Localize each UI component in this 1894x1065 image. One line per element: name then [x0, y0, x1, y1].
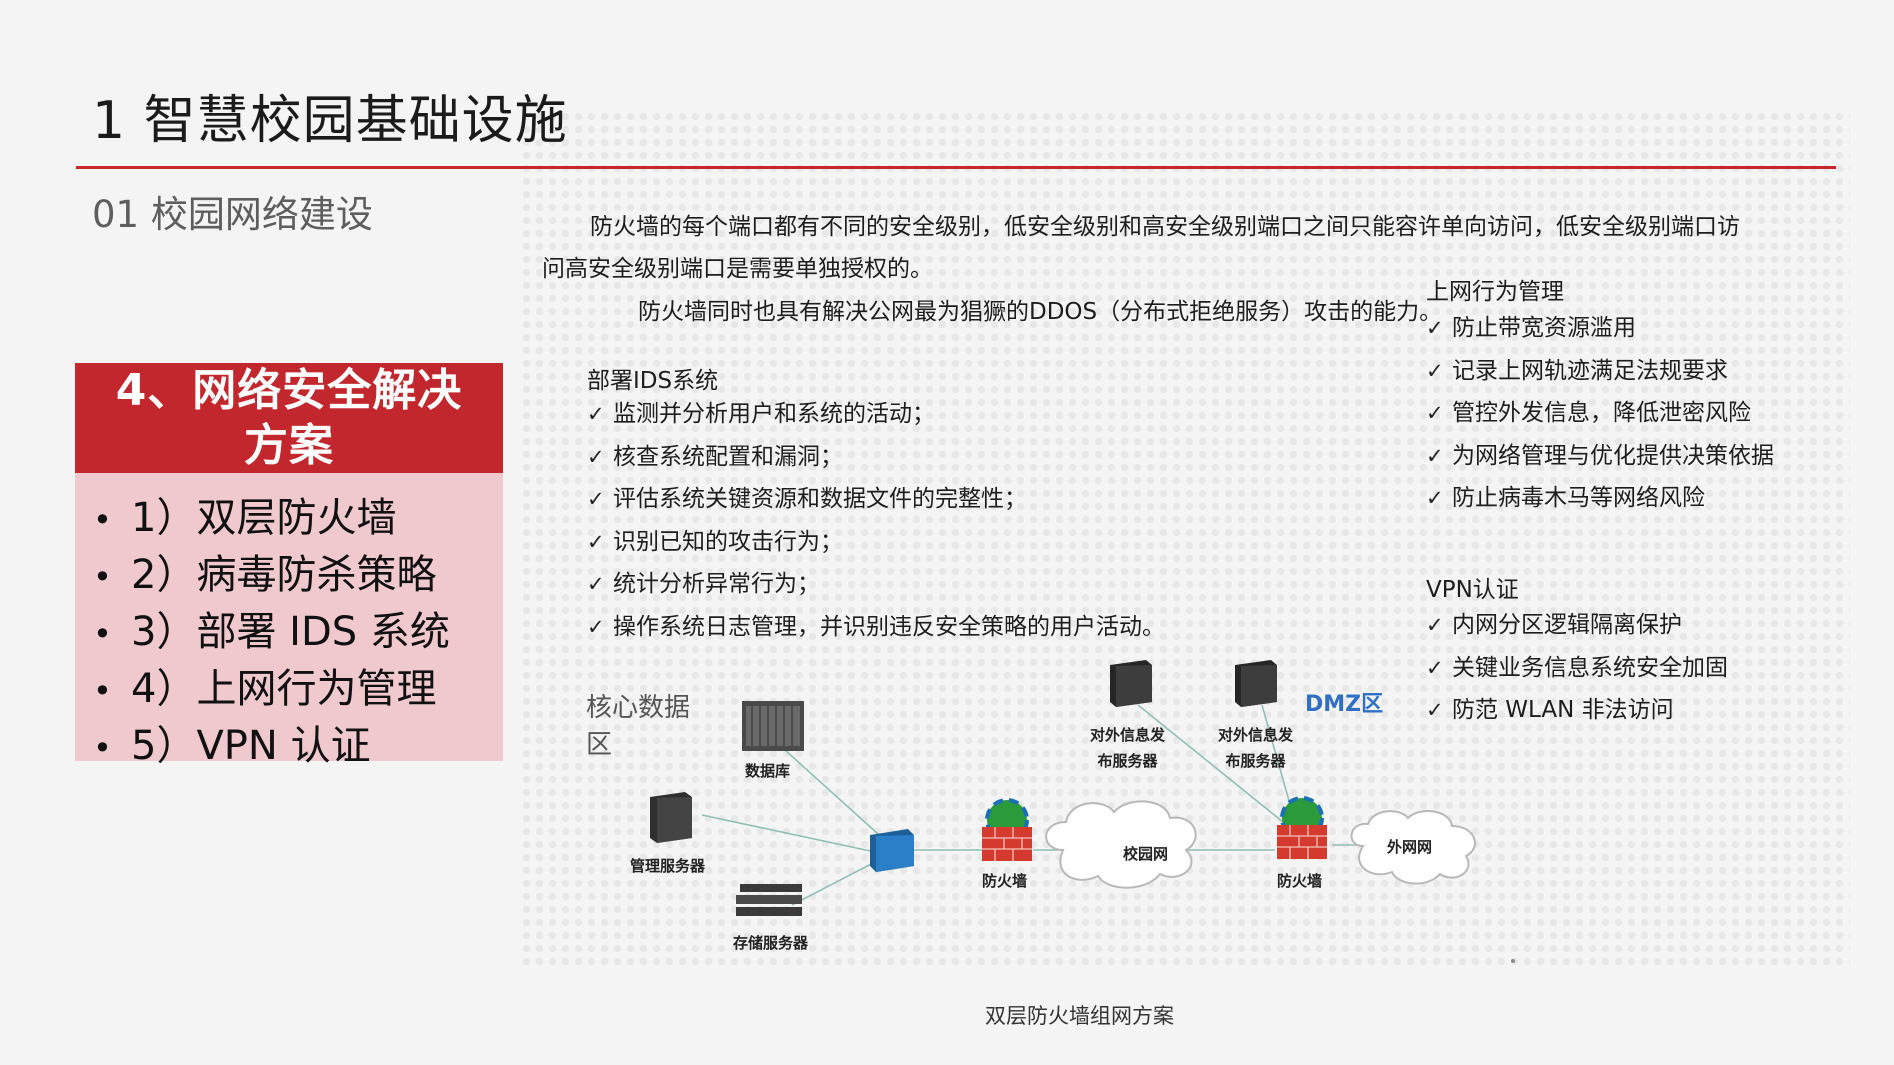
ids-item: ✓核查系统配置和漏洞；: [587, 436, 1165, 479]
check-icon: ✓: [587, 572, 605, 596]
database-icon: [742, 701, 804, 751]
vpn-item: ✓关键业务信息系统安全加固: [1426, 647, 1728, 690]
solution-item: •4）上网行为管理: [93, 662, 503, 719]
intro-line-1: 防火墙的每个端口都有不同的安全级别，低安全级别和高安全级别端口之间只能容许单向访…: [590, 214, 1740, 240]
bullet-icon: •: [93, 672, 112, 710]
vpn-item: ✓防范 WLAN 非法访问: [1426, 689, 1728, 732]
external-network-cloud-icon: [1350, 810, 1476, 885]
check-icon: ✓: [1426, 698, 1444, 722]
check-icon: ✓: [1426, 316, 1444, 340]
core-zone-label: 核心数据 区: [586, 693, 691, 760]
check-icon: ✓: [1426, 443, 1444, 468]
bullet-icon: •: [93, 558, 112, 596]
external-network-label: 外网网: [1387, 838, 1433, 856]
check-icon: ✓: [587, 444, 605, 469]
ids-item: ✓识别已知的攻击行为；: [587, 521, 1165, 564]
connection-lines: [701, 704, 1360, 906]
page-subtitle: 01 校园网络建设: [92, 193, 373, 236]
publish-server-label: 对外信息发 布服务器: [1218, 726, 1294, 770]
ids-item: ✓操作系统日志管理，并识别违反安全策略的用户活动。: [587, 606, 1165, 649]
behavior-item: ✓防止带宽资源滥用: [1426, 307, 1774, 350]
management-server-icon: [650, 792, 692, 843]
firewall-icon: [982, 798, 1032, 861]
behavior-item: ✓管控外发信息，降低泄密风险: [1426, 392, 1774, 435]
ids-heading: 部署IDS系统: [587, 368, 719, 394]
campus-network-label: 校园网: [1123, 845, 1169, 863]
bullet-icon: •: [93, 615, 112, 653]
behavior-list: ✓防止带宽资源滥用 ✓记录上网轨迹满足法规要求 ✓管控外发信息，降低泄密风险 ✓…: [1426, 307, 1774, 520]
title-divider: [76, 166, 1836, 169]
solution-heading-line-1: 4、网络安全解决: [115, 365, 463, 416]
solution-panel-heading: 4、网络安全解决 方案: [75, 363, 503, 473]
check-icon: ✓: [1426, 358, 1444, 383]
check-icon: ✓: [1426, 401, 1444, 425]
firewall-label: 防火墙: [982, 872, 1028, 890]
storage-server-label: 存储服务器: [733, 934, 809, 952]
dmz-zone-label: DMZ区: [1305, 692, 1384, 717]
solution-item: •3）部署 IDS 系统: [93, 605, 503, 662]
bullet-icon: •: [93, 729, 112, 767]
ids-list: ✓监测并分析用户和系统的活动； ✓核查系统配置和漏洞； ✓评估系统关键资源和数据…: [587, 393, 1165, 648]
vpn-list: ✓内网分区逻辑隔离保护 ✓关键业务信息系统安全加固 ✓防范 WLAN 非法访问: [1426, 604, 1728, 732]
solution-item: •2）病毒防杀策略: [93, 548, 503, 605]
ids-item: ✓监测并分析用户和系统的活动；: [587, 393, 1165, 436]
ids-item: ✓评估系统关键资源和数据文件的完整性；: [587, 478, 1165, 521]
check-icon: ✓: [587, 529, 605, 554]
solution-panel-list: •1）双层防火墙 •2）病毒防杀策略 •3）部署 IDS 系统 •4）上网行为管…: [75, 473, 503, 769]
page-title: 1 智慧校园基础设施: [92, 91, 568, 151]
core-switch-icon: [870, 829, 914, 872]
ids-item: ✓统计分析异常行为；: [587, 563, 1165, 606]
behavior-heading: 上网行为管理: [1426, 279, 1564, 305]
vpn-item: ✓内网分区逻辑隔离保护: [1426, 604, 1728, 647]
check-icon: ✓: [587, 614, 605, 639]
marker-dot: [1511, 959, 1515, 963]
database-label: 数据库: [745, 762, 791, 780]
campus-network-cloud-icon: [1045, 800, 1197, 889]
intro-line-3: 防火墙同时也具有解决公网最为猖獗的DDOS（分布式拒绝服务）攻击的能力。: [638, 299, 1443, 325]
solution-heading-line-2: 方案: [244, 420, 334, 471]
diagram-caption: 双层防火墙组网方案: [985, 1004, 1174, 1028]
check-icon: ✓: [587, 487, 605, 511]
solution-item: •1）双层防火墙: [93, 491, 503, 548]
bullet-icon: •: [93, 501, 112, 539]
check-icon: ✓: [1426, 486, 1444, 510]
publish-server-label: 对外信息发 布服务器: [1090, 726, 1166, 770]
behavior-item: ✓为网络管理与优化提供决策依据: [1426, 435, 1774, 478]
firewall-label: 防火墙: [1277, 872, 1323, 890]
vpn-heading: VPN认证: [1426, 577, 1519, 603]
publish-server-icon: [1235, 660, 1277, 707]
intro-line-2: 问高安全级别端口是需要单独授权的。: [542, 256, 933, 282]
behavior-item: ✓防止病毒木马等网络风险: [1426, 477, 1774, 520]
management-server-label: 管理服务器: [630, 857, 706, 875]
check-icon: ✓: [1426, 655, 1444, 680]
solution-item: •5）VPN 认证: [93, 719, 503, 776]
publish-server-icon: [1110, 660, 1152, 707]
firewall-icon: [1277, 796, 1327, 859]
storage-server-icon: [736, 884, 802, 916]
check-icon: ✓: [587, 402, 605, 426]
behavior-item: ✓记录上网轨迹满足法规要求: [1426, 350, 1774, 393]
check-icon: ✓: [1426, 613, 1444, 637]
